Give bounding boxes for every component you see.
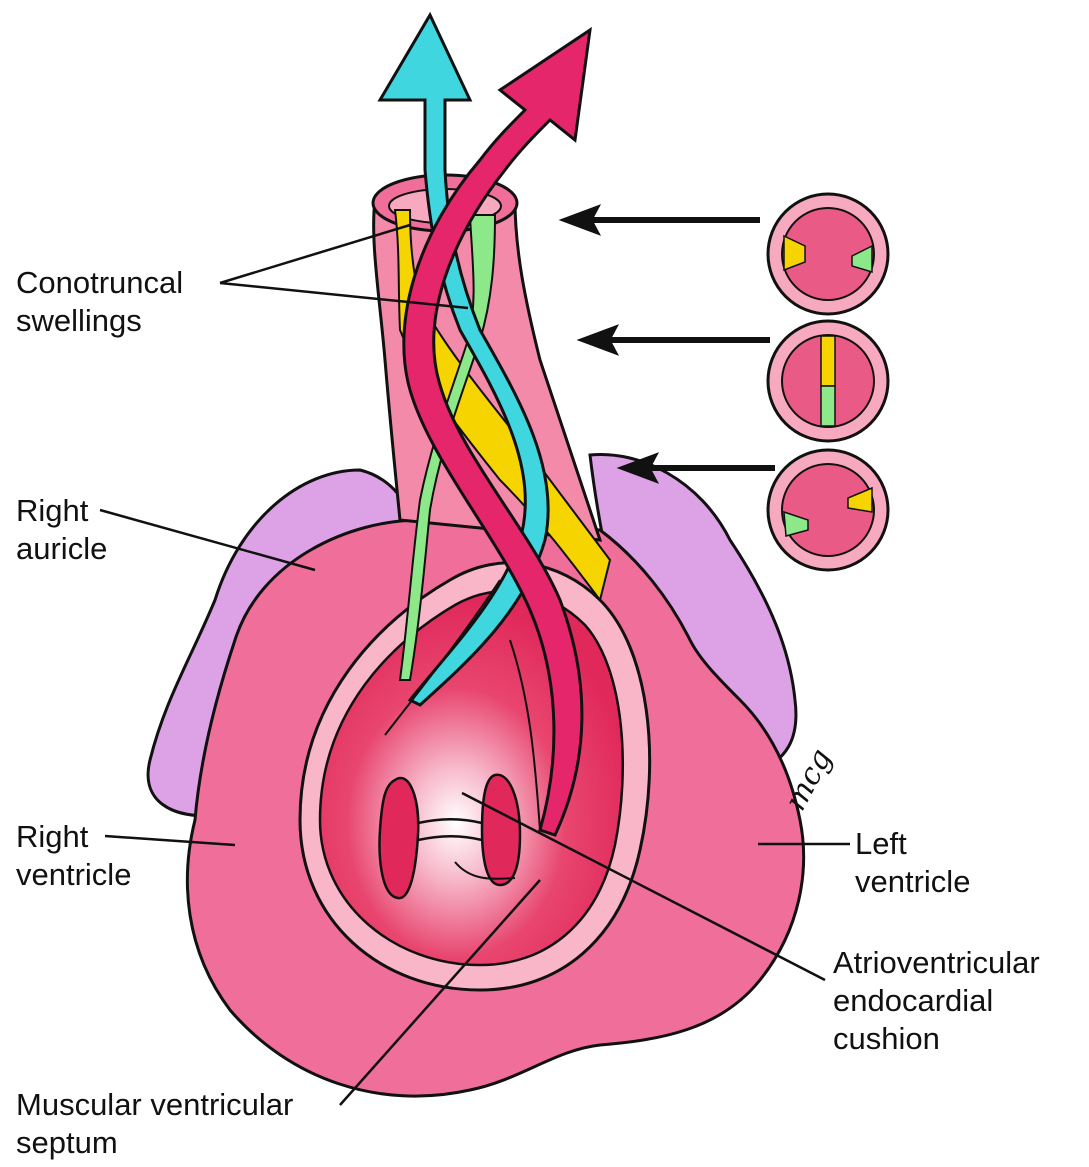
label-conotruncal-swellings: Conotruncal swellings xyxy=(16,264,183,340)
section-level-arrows xyxy=(560,205,775,483)
cross-section-top xyxy=(768,194,888,314)
cross-section-bottom xyxy=(768,450,888,570)
label-right-auricle: Right auricle xyxy=(16,492,107,568)
label-av-endocardial-cushion: Atrioventricular endocardial cushion xyxy=(833,944,1040,1058)
av-canal-right-opening xyxy=(380,778,419,898)
label-muscular-ventricular-septum: Muscular ventricular septum xyxy=(16,1086,293,1162)
label-left-ventricle: Left ventricle xyxy=(855,825,970,901)
cross-section-middle xyxy=(768,321,888,441)
av-canal-left-opening xyxy=(482,775,520,885)
label-right-ventricle: Right ventricle xyxy=(16,818,131,894)
